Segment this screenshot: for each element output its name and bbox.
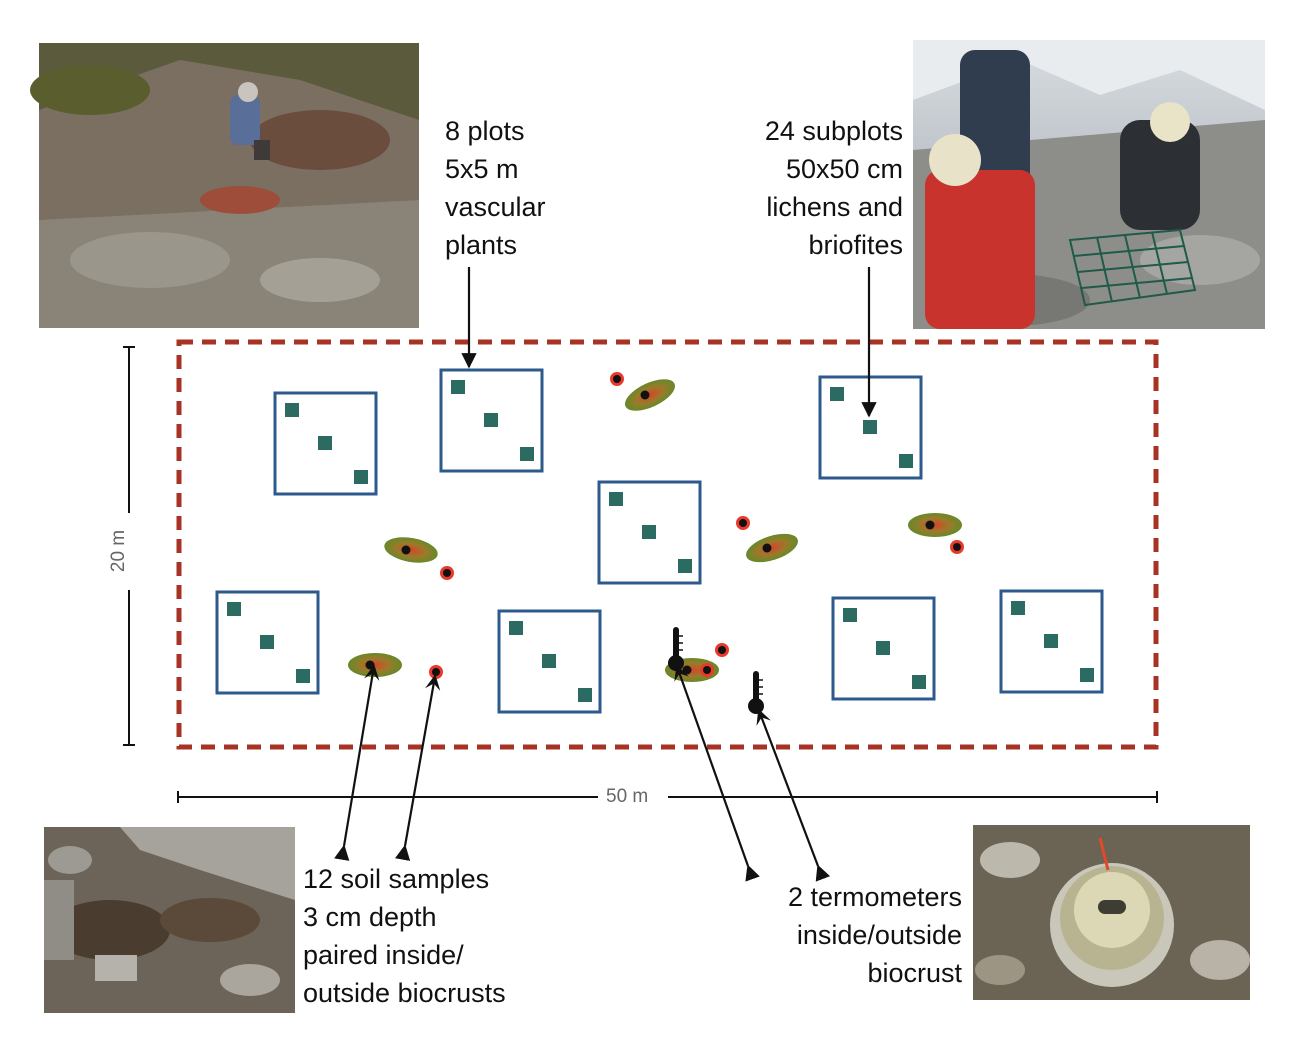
thermo-arrow-outside — [756, 708, 831, 882]
soil-sample-dot — [443, 569, 451, 577]
subplot-square — [912, 675, 926, 689]
width-dimension-line — [177, 791, 1158, 803]
soil-label-line: paired inside/ — [303, 940, 464, 970]
subplot-square — [260, 635, 274, 649]
thermometer-icon — [668, 627, 684, 671]
soil-sample-dot — [613, 375, 621, 383]
subplot-square — [542, 654, 556, 668]
photo-hillside-survey — [30, 43, 419, 328]
subplot-square — [1044, 634, 1058, 648]
subplot-square — [609, 492, 623, 506]
subplot-square — [678, 559, 692, 573]
soil-arrow-outside — [395, 674, 441, 861]
soil-label-line: 3 cm depth — [303, 902, 437, 932]
subplot-square — [642, 525, 656, 539]
soil-sample-inside — [365, 660, 375, 670]
plots-label: 8 plots 5x5 m vascular plants — [445, 112, 546, 264]
height-dimension-line — [123, 346, 135, 746]
thermo-label-line: inside/outside — [796, 920, 962, 950]
subplot-square — [578, 688, 592, 702]
subplot-square — [285, 403, 299, 417]
plot-square — [273, 391, 378, 496]
subplots-label-line: briofites — [808, 230, 903, 260]
subplot-square — [1011, 601, 1025, 615]
biocrust-patch — [908, 513, 962, 537]
plot-square — [818, 375, 923, 480]
thermo-arrow-inside — [674, 664, 760, 882]
biocrust-patch — [384, 537, 438, 563]
thermo-label-line: 2 termometers — [787, 882, 962, 912]
plots-label-line: 8 plots — [445, 116, 525, 146]
soil-label-line: 12 soil samples — [303, 864, 490, 894]
subplot-square — [354, 470, 368, 484]
thermo-label: 2 termometers inside/outside biocrust — [788, 878, 962, 992]
soil-sample-dot — [432, 668, 440, 676]
subplot-square — [830, 387, 844, 401]
thermo-label-line: biocrust — [867, 958, 962, 988]
soil-sample-dot — [718, 646, 726, 654]
biocrust-patch — [746, 533, 798, 563]
soil-sample-inside — [925, 520, 935, 530]
plot-square — [497, 609, 602, 714]
photo-subplot-grid — [913, 40, 1265, 329]
height-label: 20 m — [108, 523, 131, 579]
subplot-square — [227, 602, 241, 616]
soil-arrow-inside — [334, 664, 380, 861]
subplot-square — [843, 608, 857, 622]
soil-sample-inside — [762, 543, 772, 553]
biocrust-patch — [625, 379, 675, 411]
biocrust-patch — [348, 653, 402, 677]
subplots-label: 24 subplots 50x50 cm lichens and briofit… — [765, 112, 903, 264]
soil-sample-dot — [739, 519, 747, 527]
subplot-square — [876, 641, 890, 655]
subplots-label-line: lichens and — [766, 192, 903, 222]
width-label: 50 m — [600, 786, 655, 808]
soil-sample-dot — [703, 666, 711, 674]
plot-square — [831, 596, 936, 701]
soil-sample-inside — [682, 665, 692, 675]
subplot-square — [509, 621, 523, 635]
subplots-label-line: 50x50 cm — [785, 154, 903, 184]
plot-square — [999, 589, 1104, 694]
plot-square — [597, 480, 702, 585]
thermometer-icon — [748, 671, 764, 714]
plots-group — [215, 368, 1104, 714]
subplot-square — [451, 380, 465, 394]
subplot-square — [1080, 668, 1094, 682]
subplots-label-line: 24 subplots — [764, 116, 903, 146]
subplot-square — [318, 436, 332, 450]
plot-square — [215, 590, 320, 695]
subplot-square — [484, 413, 498, 427]
soil-label: 12 soil samples 3 cm depth paired inside… — [303, 860, 506, 1012]
subplot-square — [863, 420, 877, 434]
subplot-square — [899, 454, 913, 468]
soil-label-line: outside biocrusts — [303, 978, 506, 1008]
subplot-square — [296, 669, 310, 683]
subplot-square — [520, 447, 534, 461]
soil-sample-inside — [401, 545, 411, 555]
soil-sample-dot — [953, 543, 961, 551]
plot-square — [439, 368, 544, 473]
plots-label-line: vascular — [445, 192, 546, 222]
site-boundary — [176, 339, 1159, 750]
soil-sample-inside — [640, 390, 650, 400]
plots-label-line: 5x5 m — [445, 154, 519, 184]
photo-biocrust-ground — [44, 827, 295, 1013]
photo-temperature-logger — [973, 825, 1250, 1000]
plots-label-line: plants — [445, 230, 518, 260]
